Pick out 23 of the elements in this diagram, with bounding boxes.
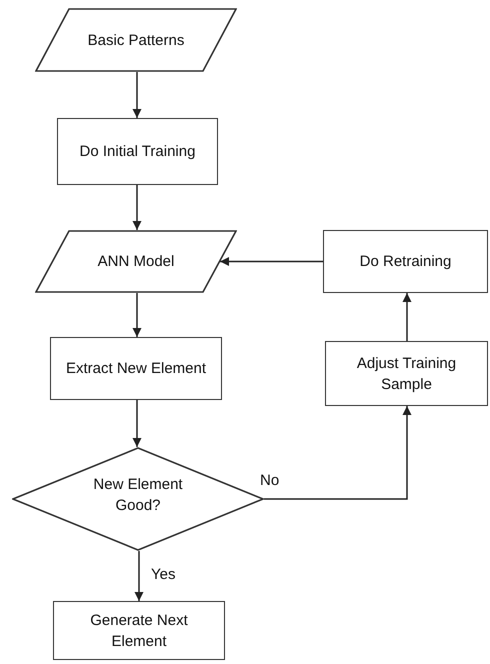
node-label: ANN Model [96, 252, 176, 272]
process-box [325, 341, 488, 406]
arrow [132, 185, 142, 230]
arrow [220, 257, 323, 266]
arrow [132, 293, 142, 337]
node-label: Basic Patterns [86, 30, 186, 50]
node-label: Do Initial Training [78, 142, 196, 162]
node-label: Do Retraining [358, 252, 452, 272]
arrow [264, 406, 412, 500]
process-box [57, 118, 218, 185]
node-label: New Element Good? [92, 475, 184, 516]
data-parallelogram [35, 230, 237, 293]
arrow [132, 72, 142, 118]
arrow [132, 400, 142, 447]
arrow [134, 551, 144, 601]
node-label: Extract New Element [64, 359, 208, 379]
arrow [402, 293, 412, 341]
node-label: Adjust Training Sample [356, 354, 458, 394]
data-parallelogram [35, 8, 237, 72]
process-box [50, 337, 222, 400]
process-box [53, 601, 225, 660]
node-label: Generate Next Element [89, 610, 189, 652]
process-box [323, 230, 488, 293]
